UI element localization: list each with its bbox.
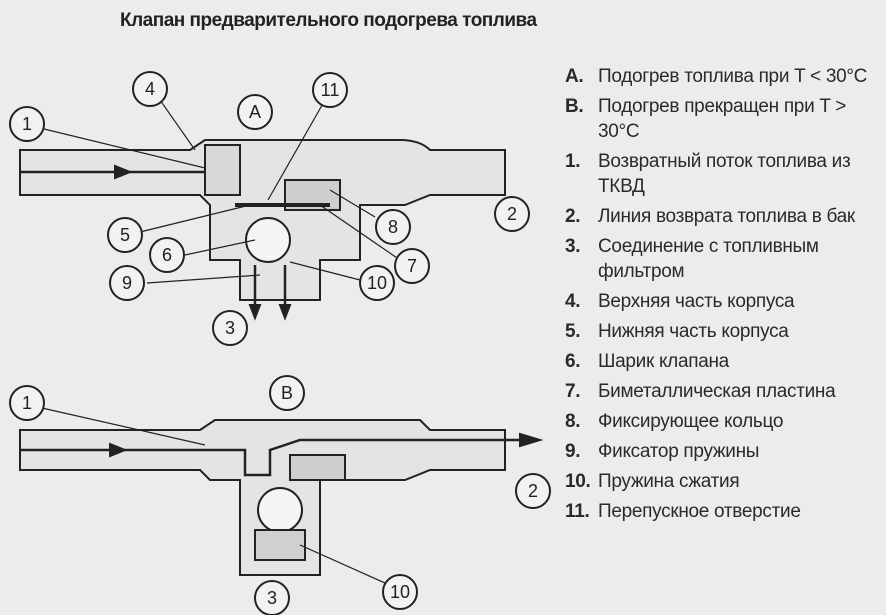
callout-8: 8 <box>375 209 411 245</box>
svg-text:B: B <box>281 383 293 403</box>
diagram-title: Клапан предварительного подогрева топлив… <box>120 10 537 31</box>
callout-b: B <box>269 375 305 411</box>
legend-key: 4. <box>565 291 581 312</box>
legend-key: 9. <box>565 441 581 462</box>
svg-text:5: 5 <box>120 225 130 245</box>
callout-2-bottom: 2 <box>515 473 551 509</box>
legend-item: 3. Соединение с топливным фильтром <box>565 234 885 284</box>
callout-1-top: 1 <box>9 106 45 142</box>
legend-item: 6. Шарик клапана <box>565 349 885 374</box>
callout-a: A <box>237 94 273 130</box>
legend-key: 6. <box>565 351 581 372</box>
legend-text: Пружина сжатия <box>598 471 740 492</box>
legend-item: B. Подогрев прекращен при T > 30°C <box>565 94 885 144</box>
legend-item: 4. Верхняя часть корпуса <box>565 289 885 314</box>
svg-text:10: 10 <box>390 582 410 602</box>
legend-text: Линия возврата топлива в бак <box>598 206 855 227</box>
legend-text: Верхняя часть корпуса <box>598 291 795 312</box>
callout-10-top: 10 <box>359 265 395 301</box>
legend-item: 8. Фиксирующее кольцо <box>565 409 885 434</box>
legend-text: Шарик клапана <box>598 351 729 372</box>
svg-text:6: 6 <box>162 245 172 265</box>
svg-text:3: 3 <box>267 588 277 608</box>
legend-item: 7. Биметаллическая пластина <box>565 379 885 404</box>
svg-text:10: 10 <box>367 273 387 293</box>
legend-item: 11. Перепускное отверстие <box>565 499 885 524</box>
legend-text: Соединение с топливным фильтром <box>598 236 819 282</box>
legend: A. Подогрев топлива при T < 30°C B. Подогр… <box>565 64 885 529</box>
svg-text:4: 4 <box>145 79 155 99</box>
legend-key: 1. <box>565 151 581 172</box>
legend-key: A. <box>565 66 584 87</box>
callout-3-bottom: 3 <box>254 580 290 615</box>
svg-text:11: 11 <box>321 80 340 100</box>
callout-9: 9 <box>109 265 145 301</box>
svg-text:A: A <box>249 102 261 122</box>
callout-11-top: 11 <box>312 72 348 108</box>
svg-text:2: 2 <box>528 481 538 501</box>
legend-item: 10. Пружина сжатия <box>565 469 885 494</box>
legend-text: Возвратный поток топлива из ТКВД <box>598 151 851 197</box>
valve-state-a-drawing <box>19 99 506 321</box>
legend-text: Нижняя часть корпуса <box>598 321 789 342</box>
legend-item: 5. Нижняя часть корпуса <box>565 319 885 344</box>
legend-key: 7. <box>565 381 581 402</box>
svg-text:3: 3 <box>225 318 235 338</box>
callout-3-top: 3 <box>212 310 248 346</box>
svg-text:1: 1 <box>22 114 32 134</box>
legend-key: 8. <box>565 411 581 432</box>
svg-text:2: 2 <box>507 204 517 224</box>
callout-5: 5 <box>107 217 143 253</box>
legend-key: 5. <box>565 321 581 342</box>
svg-text:1: 1 <box>22 393 32 413</box>
legend-item: A. Подогрев топлива при T < 30°C <box>565 64 885 89</box>
callout-4-top: 4 <box>132 71 168 107</box>
callout-10-bottom: 10 <box>382 574 418 610</box>
legend-item: 9. Фиксатор пружины <box>565 439 885 464</box>
legend-item: 1. Возвратный поток топлива из ТКВД <box>565 149 885 199</box>
valve-state-b-drawing <box>19 407 544 584</box>
legend-text: Фиксатор пружины <box>598 441 760 462</box>
callout-7: 7 <box>394 248 430 284</box>
legend-key: B. <box>565 96 584 117</box>
svg-text:8: 8 <box>388 217 398 237</box>
legend-text: Подогрев топлива при T < 30°C <box>598 66 868 87</box>
callout-2-top: 2 <box>494 196 530 232</box>
legend-text: Биметаллическая пластина <box>598 381 836 402</box>
legend-text: Подогрев прекращен при T > 30°C <box>598 96 847 142</box>
svg-text:9: 9 <box>122 273 132 293</box>
legend-key: 10. <box>565 471 591 492</box>
legend-key: 11. <box>565 501 590 522</box>
legend-key: 2. <box>565 206 581 227</box>
callout-1-bottom: 1 <box>9 385 45 421</box>
legend-item: 2. Линия возврата топлива в бак <box>565 204 885 229</box>
callout-6: 6 <box>149 237 185 273</box>
svg-text:7: 7 <box>407 256 417 276</box>
legend-text: Перепускное отверстие <box>598 501 801 522</box>
legend-key: 3. <box>565 236 581 257</box>
legend-text: Фиксирующее кольцо <box>598 411 784 432</box>
